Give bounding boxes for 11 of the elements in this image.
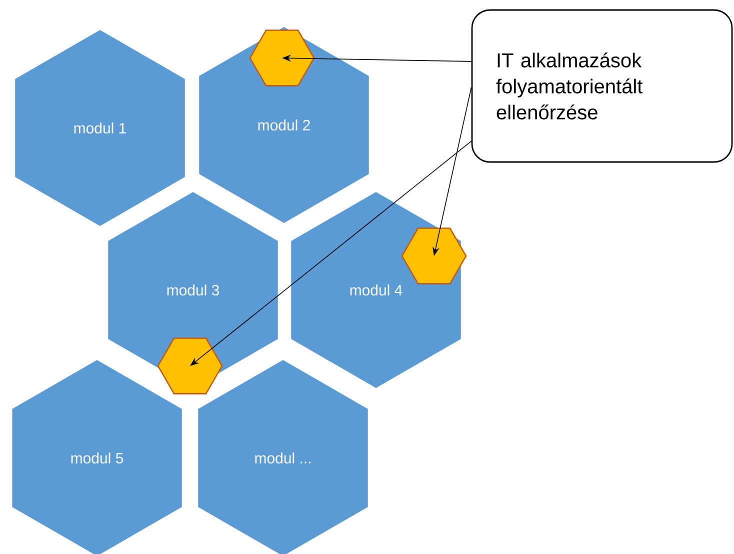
module-hexagon: modul 1: [15, 30, 185, 226]
module-hexagon: modul 5: [12, 360, 182, 554]
marker-hexagon: [249, 30, 315, 86]
module-hexagon: modul ...: [198, 360, 368, 554]
node-label: modul 2: [258, 119, 310, 130]
marker-hexagon: [157, 338, 223, 394]
marker-hexagon: [401, 228, 467, 284]
callout-box: IT alkalmazások folyamatorientált ellenőrzése: [471, 9, 733, 163]
node-label: modul 3: [167, 284, 220, 296]
module-hexagon: modul 3: [108, 192, 278, 388]
leader-arrow: [190, 140, 472, 366]
